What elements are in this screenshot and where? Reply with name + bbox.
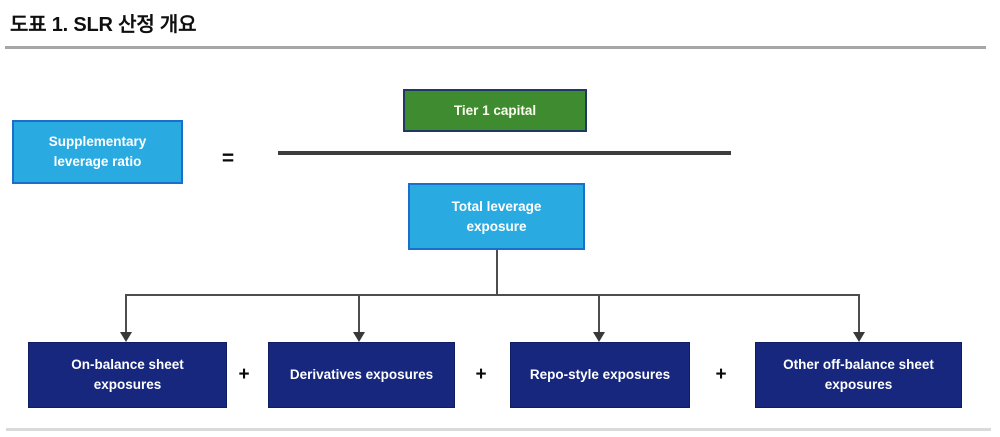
plus-sign: + [715,364,727,385]
tier1-capital-box: Tier 1 capital [403,89,587,132]
other-off-balance-sheet-exposures-box: Other off-balance sheet exposures [755,342,962,408]
derivatives-exposures-label: Derivatives exposures [289,367,434,383]
supplementary-leverage-ratio-box: Supplementary leverage ratio [12,120,183,184]
repo-style-exposures-box: Repo-style exposures [510,342,690,408]
arrow-shaft [858,294,860,332]
arrow-shaft [358,294,360,332]
arrow-down-icon [853,332,865,342]
arrow-shaft [125,294,127,332]
top-divider [5,46,986,49]
other-off-balance-sheet-exposures-label: Other off-balance sheet exposures [783,357,934,392]
arrow-down-icon [120,332,132,342]
supplementary-leverage-ratio-label: Supplementary leverage ratio [48,134,147,169]
bottom-divider [6,428,991,431]
plus-sign: + [238,364,250,385]
derivatives-exposures-box: Derivatives exposures [268,342,455,408]
on-balance-sheet-exposures-box: On-balance sheet exposures [28,342,227,408]
connector-horizontal-line [126,294,860,296]
tier1-capital-label: Tier 1 capital [453,102,537,118]
arrow-down-icon [593,332,605,342]
connector-stem [496,250,498,295]
repo-style-exposures-label: Repo-style exposures [529,367,671,383]
arrow-shaft [598,294,600,332]
arrow-down-icon [353,332,365,342]
on-balance-sheet-exposures-label: On-balance sheet exposures [71,357,184,392]
total-leverage-exposure-box: Total leverage exposure [408,183,585,250]
equals-sign: = [221,147,235,170]
fraction-bar [278,151,731,155]
figure-title: 도표 1. SLR 산정 개요 [10,14,197,36]
total-leverage-exposure-label: Total leverage exposure [451,198,542,234]
plus-sign: + [475,364,487,385]
